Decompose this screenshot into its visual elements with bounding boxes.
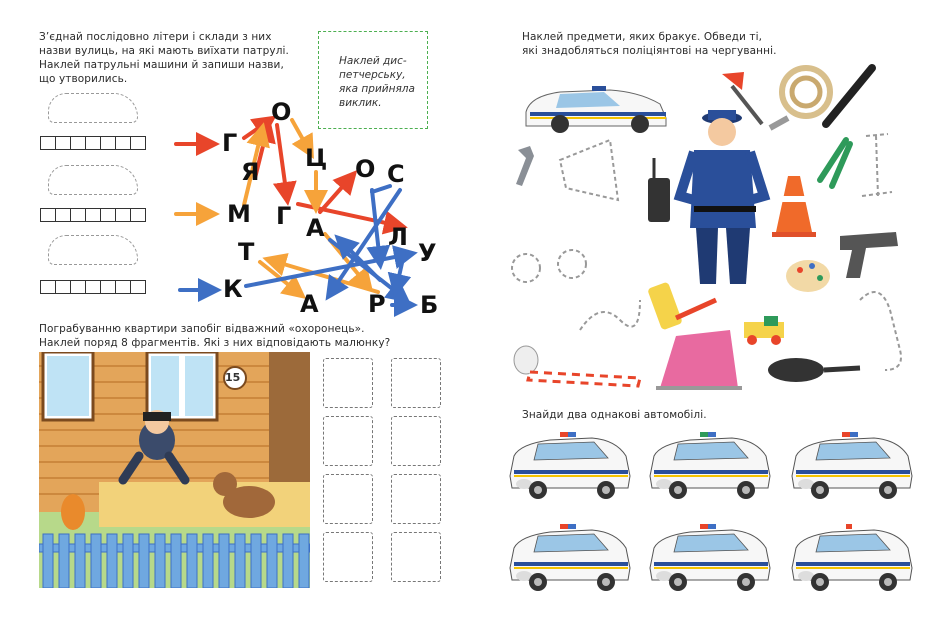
- maze-letter: О: [271, 98, 292, 126]
- maze-letter: А: [300, 290, 319, 318]
- police-car-2[interactable]: [649, 432, 771, 500]
- maze-letter: Ц: [305, 144, 328, 172]
- answer-boxes-2[interactable]: [40, 208, 146, 222]
- maze-letter: Г: [276, 202, 292, 230]
- fragment-slot[interactable]: [391, 532, 441, 582]
- warning-tape-icon: [513, 345, 642, 388]
- police-car-icon: [525, 86, 667, 133]
- axe-icon: [722, 72, 764, 126]
- paint-roller-icon: [648, 282, 718, 330]
- baton-icon: [822, 64, 876, 128]
- dispatcher-sticker-box[interactable]: Наклей дис- петчерську, яка прийняла вик…: [318, 31, 428, 129]
- police-car-5[interactable]: [649, 524, 771, 592]
- police-car-4[interactable]: [509, 524, 631, 592]
- maze-letter: Я: [241, 158, 260, 186]
- fragment-slot[interactable]: [391, 416, 441, 466]
- police-car-3[interactable]: [791, 432, 913, 500]
- row-start-letter-3: К: [223, 275, 243, 303]
- task3-instructions: Наклей предмети, яких бракує. Обведи ті,…: [522, 31, 777, 57]
- snake-outline-icon: [579, 299, 641, 331]
- iron-icon: [656, 330, 742, 390]
- burglary-illustration: 15: [39, 352, 310, 588]
- maze-letter: А: [306, 214, 325, 242]
- maze-letter: Т: [238, 238, 255, 266]
- maze-letter: С: [387, 160, 405, 188]
- house-number: 15: [225, 371, 241, 384]
- answer-boxes-3[interactable]: [40, 280, 146, 294]
- police-car-1[interactable]: [509, 432, 631, 500]
- radio-icon: [648, 158, 670, 222]
- frying-pan-icon: [768, 358, 861, 382]
- row-start-letter-2: М: [227, 200, 251, 228]
- row-start-letter-1: Г: [222, 129, 238, 157]
- wrench-icon: [516, 146, 534, 186]
- police-car-6[interactable]: [791, 524, 913, 592]
- fragment-slot[interactable]: [323, 416, 373, 466]
- answer-boxes-1[interactable]: [40, 136, 146, 150]
- task2-instructions: Пограбуванню квартири запобіг відважний …: [39, 323, 391, 349]
- fragment-slot[interactable]: [323, 532, 373, 582]
- policeman-icon: [673, 110, 771, 284]
- burglary-scene: [39, 352, 310, 588]
- fragment-slot[interactable]: [391, 358, 441, 408]
- maze-letter: Л: [388, 223, 408, 251]
- paint-palette-icon: [786, 260, 830, 292]
- maze-letter: У: [418, 239, 437, 267]
- maze-letter: Б: [420, 291, 439, 319]
- tool-outline-icon: [861, 133, 893, 197]
- handgun-icon: [840, 232, 898, 278]
- fragment-slot[interactable]: [323, 474, 373, 524]
- traffic-cone-icon: [772, 176, 816, 237]
- fragment-slots: [323, 358, 447, 588]
- fire-hose-icon: [768, 65, 833, 131]
- toy-truck-icon: [744, 316, 784, 345]
- handcuffs-outline-icon: [511, 249, 587, 283]
- fragment-slot[interactable]: [391, 474, 441, 524]
- megaphone-outline-icon: [558, 138, 620, 202]
- pliers-icon: [817, 137, 853, 189]
- maze-letter: Р: [368, 290, 386, 318]
- maze-letter: О: [355, 155, 376, 183]
- task4-instructions: Знайди два однакові автомобілі.: [522, 409, 707, 421]
- task1-instructions: З’єднай послідовно літери і склади з них…: [39, 31, 289, 85]
- fragment-slot[interactable]: [323, 358, 373, 408]
